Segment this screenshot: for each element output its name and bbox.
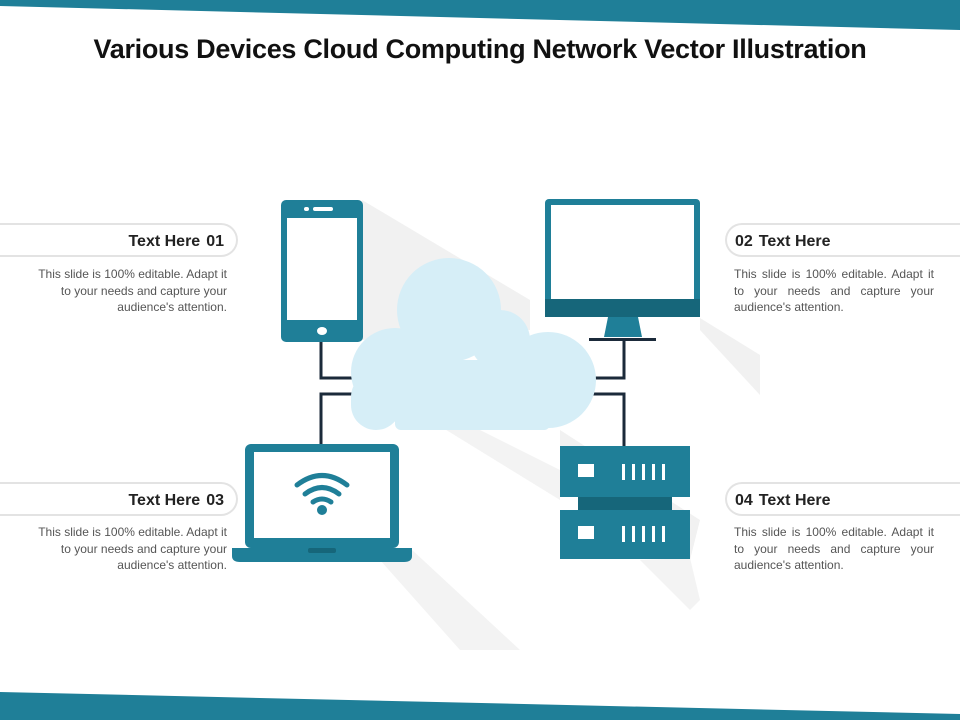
item-03-heading: Text Here (128, 492, 201, 509)
monitor-icon (545, 199, 700, 341)
item-03-description: This slide is 100% editable. Adapt it to… (38, 525, 227, 572)
page-title: Various Devices Cloud Computing Network … (93, 34, 867, 64)
item-01-description: This slide is 100% editable. Adapt it to… (38, 267, 227, 314)
top-accent-band (0, 0, 960, 30)
item-04-description: This slide is 100% editable. Adapt it to… (734, 525, 934, 572)
wifi-icon (294, 473, 350, 505)
item-02-description: This slide is 100% editable. Adapt it to… (734, 267, 934, 314)
server-icon (560, 446, 690, 559)
item-01-heading: Text Here (128, 233, 201, 250)
laptop-icon (232, 444, 412, 562)
label-pill-02: 02 Text Here (725, 223, 960, 257)
bottom-accent-band (0, 692, 960, 720)
label-pill-04: 04 Text Here (725, 482, 960, 516)
label-pill-01: Text Here 01 (0, 223, 238, 257)
item-01-number: 01 (206, 233, 224, 250)
item-02-heading: Text Here (758, 233, 831, 250)
cloud-icon (351, 258, 596, 430)
smartphone-icon (281, 200, 363, 342)
item-04-number: 04 (735, 492, 753, 509)
label-pill-03: Text Here 03 (0, 482, 238, 516)
item-04-heading: Text Here (758, 492, 831, 509)
item-02-number: 02 (735, 233, 753, 250)
connector-lines (319, 340, 626, 446)
item-03-number: 03 (206, 492, 224, 509)
